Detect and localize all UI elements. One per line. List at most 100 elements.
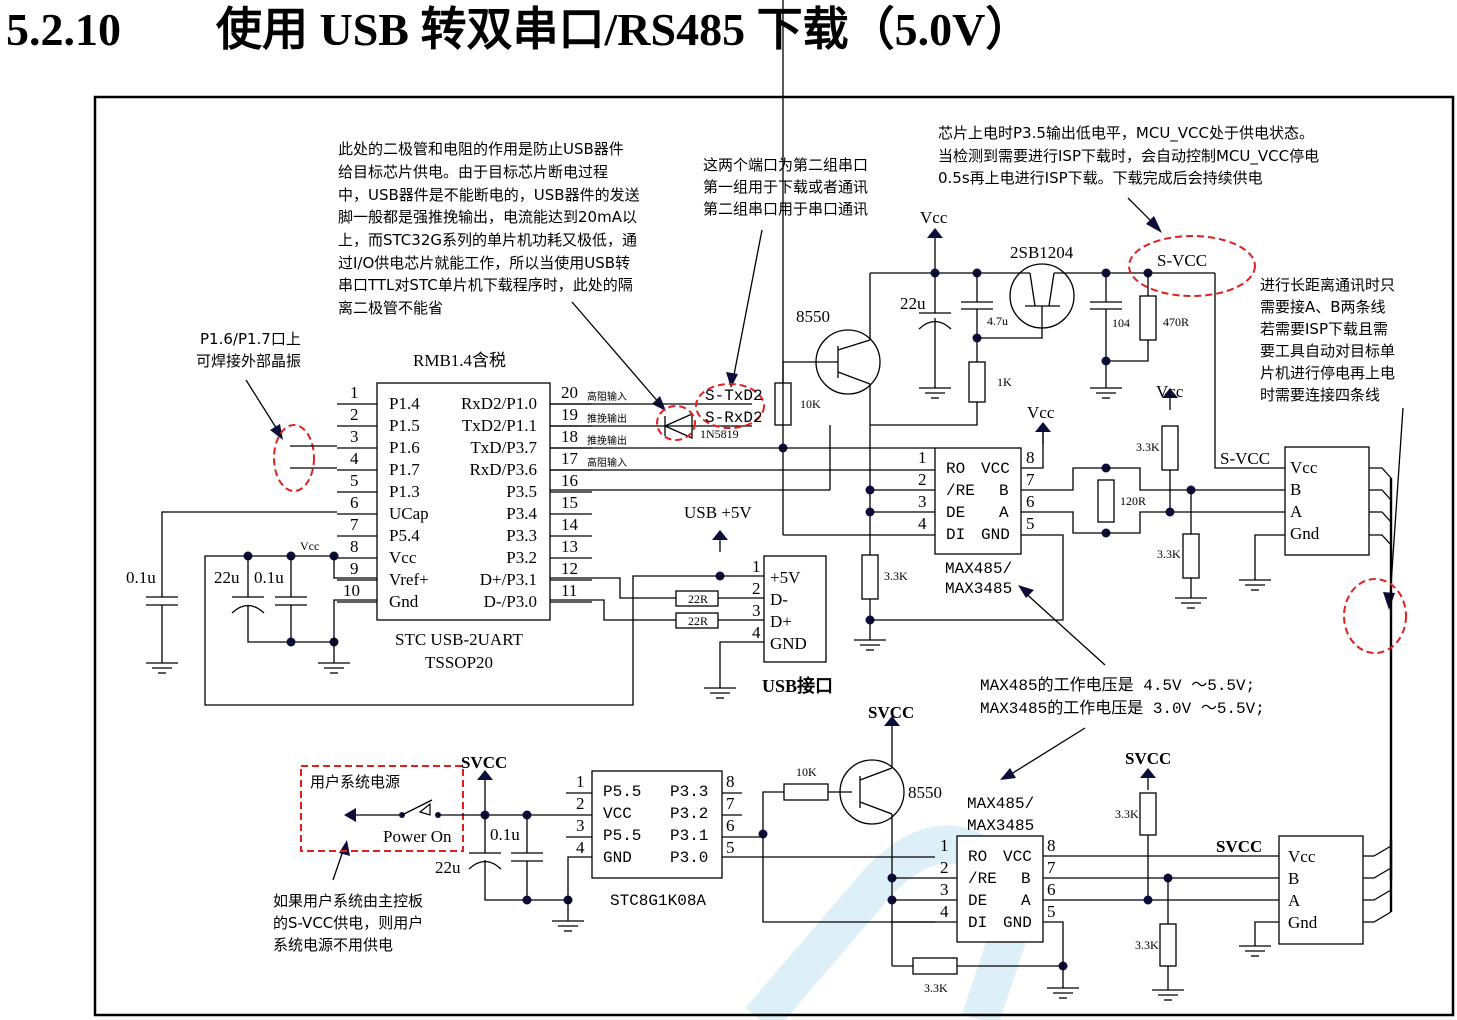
svg-text:1: 1 [350, 383, 359, 402]
svg-text:P5.5: P5.5 [603, 783, 641, 801]
svg-text:Vref+: Vref+ [389, 570, 429, 589]
svg-text:B: B [999, 482, 1009, 500]
svg-text:USB +5V: USB +5V [684, 503, 752, 522]
svg-text:进行长距离通讯时只: 进行长距离通讯时只 [1260, 276, 1395, 294]
port-note-arrow [732, 229, 763, 381]
svg-text:P1.4: P1.4 [389, 394, 420, 413]
svg-text:SVCC: SVCC [461, 753, 507, 772]
svcc-highlight [1128, 235, 1256, 297]
power-switch-circuit: Vcc 22u 4.7u 1K 2SB1204 104 470R S-VCC [774, 0, 1285, 632]
svg-text:13: 13 [561, 537, 578, 556]
diode-note: 此处的二极管和电阻的作用是防止USB器件 给目标芯片供电。由于目标芯片断电过程 … [338, 140, 640, 317]
svg-text:10K: 10K [800, 397, 821, 411]
usb-chip-pin: 12D+/P3.1 [480, 559, 592, 589]
svg-text:8: 8 [726, 772, 735, 791]
svg-text:TxD2/P1.1: TxD2/P1.1 [462, 416, 537, 435]
connector-bottom: Vcc B A Gnd [1238, 835, 1393, 957]
usb-chip-pin: 3P1.6 [337, 427, 420, 457]
serial-port-highlight [695, 383, 765, 429]
svg-text:D-/P3.0: D-/P3.0 [484, 592, 537, 611]
svg-text:可焊接外部晶振: 可焊接外部晶振 [196, 352, 301, 370]
svg-text:7: 7 [1026, 470, 1035, 489]
svg-text:19: 19 [561, 405, 578, 424]
svg-text:Vcc: Vcc [1288, 847, 1316, 866]
svg-text:GND: GND [603, 849, 632, 867]
svg-text:GND: GND [981, 526, 1010, 544]
arrowhead-icon [1146, 216, 1162, 233]
svg-text:11: 11 [561, 581, 577, 600]
svg-text:MAX485/: MAX485/ [945, 560, 1012, 578]
svg-text:Vcc: Vcc [920, 208, 948, 227]
svg-text:P1.3: P1.3 [389, 482, 420, 501]
svg-text:Gnd: Gnd [1288, 913, 1318, 932]
svg-text:P3.0: P3.0 [670, 849, 708, 867]
svg-text:5: 5 [1026, 514, 1035, 533]
svg-text:12: 12 [561, 559, 578, 578]
svg-text:1N5819: 1N5819 [700, 427, 739, 441]
schematic-frame [93, 95, 1455, 1017]
svg-text:P3.2: P3.2 [670, 805, 708, 823]
svg-text:推挽输出: 推挽输出 [587, 412, 627, 425]
svg-text:1: 1 [918, 448, 927, 467]
svg-text:需要接A、B两条线: 需要接A、B两条线 [1260, 298, 1386, 316]
svg-text:DE: DE [946, 504, 965, 522]
svg-text:4: 4 [752, 623, 761, 642]
usb-chip-pin: 1P1.4 [337, 383, 420, 413]
svg-text:0.1u: 0.1u [126, 568, 156, 587]
svg-text:7: 7 [726, 794, 735, 813]
svg-text:P1.6/P1.7口上: P1.6/P1.7口上 [200, 330, 301, 348]
svg-text:B: B [1021, 870, 1031, 888]
stc8g-chip: P5.5 VCC P5.5 GND P3.3 P3.2 P3.1 P3.0 1 … [566, 770, 935, 910]
svg-text:MAX485/: MAX485/ [967, 795, 1034, 813]
svg-text:22u: 22u [214, 568, 240, 587]
svg-text:5: 5 [726, 838, 735, 857]
svg-text:Vcc: Vcc [389, 548, 417, 567]
svg-text:时需要连接四条线: 时需要连接四条线 [1260, 386, 1380, 404]
svg-text:高阻输入: 高阻输入 [587, 456, 627, 469]
svg-text:8550: 8550 [796, 307, 830, 326]
svg-text:7: 7 [350, 515, 359, 534]
svg-text:1K: 1K [997, 375, 1012, 389]
svg-text:上，而STC32G系列的单片机功耗又极低，通: 上，而STC32G系列的单片机功耗又极低，通 [338, 231, 637, 249]
svg-text:SVCC: SVCC [868, 703, 914, 722]
svg-text:3.3K: 3.3K [924, 981, 948, 995]
svg-text:推挽输出: 推挽输出 [587, 434, 627, 447]
svg-text:2: 2 [940, 858, 949, 877]
svg-text:20: 20 [561, 383, 578, 402]
svg-text:P5.5: P5.5 [603, 827, 641, 845]
cable-highlight [1343, 578, 1407, 654]
svg-text:/RE: /RE [968, 870, 997, 888]
usb-chip-left-pins: 1P1.42P1.53P1.64P1.75P1.36UCap7P5.48Vcc9… [337, 383, 429, 611]
usb-chip-pin: 7P5.4 [337, 515, 420, 545]
crystal-note: P1.6/P1.7口上 可焊接外部晶振 [196, 330, 301, 370]
svg-text:5: 5 [350, 471, 359, 490]
svg-text:P1.5: P1.5 [389, 416, 420, 435]
user-power-box [300, 765, 464, 852]
svg-text:4: 4 [940, 902, 949, 921]
svg-text:D-: D- [770, 590, 788, 609]
usb-chip-package: TSSOP20 [425, 653, 493, 672]
max-note-arrow-down [1007, 727, 1086, 777]
svg-text:3.3K: 3.3K [884, 569, 908, 583]
svg-text:8: 8 [1026, 448, 1035, 467]
svg-text:6: 6 [350, 493, 359, 512]
svg-text:1: 1 [752, 557, 761, 576]
svg-text:120R: 120R [1120, 494, 1146, 508]
svg-text:要工具自动对目标单: 要工具自动对目标单 [1260, 342, 1395, 360]
svg-text:3.3K: 3.3K [1136, 440, 1160, 454]
svg-text:UCap: UCap [389, 504, 429, 523]
svg-text:MAX3485: MAX3485 [967, 817, 1034, 835]
svg-text:S-VCC: S-VCC [1220, 449, 1270, 468]
svg-text:9: 9 [350, 559, 359, 578]
svg-text:用户系统电源: 用户系统电源 [310, 773, 400, 791]
pnp-2sb1204 [1009, 263, 1075, 329]
svg-text:第二组串口用于串口通讯: 第二组串口用于串口通讯 [703, 200, 868, 218]
svg-text:当检测到需要进行ISP下载时，会自动控制MCU_VCC停电: 当检测到需要进行ISP下载时，会自动控制MCU_VCC停电 [938, 147, 1319, 166]
usb-uart-chip [376, 382, 551, 621]
svg-text:GND: GND [770, 634, 807, 653]
section-number: 5.2.10 [6, 4, 121, 55]
svg-text:Vcc: Vcc [1290, 458, 1318, 477]
